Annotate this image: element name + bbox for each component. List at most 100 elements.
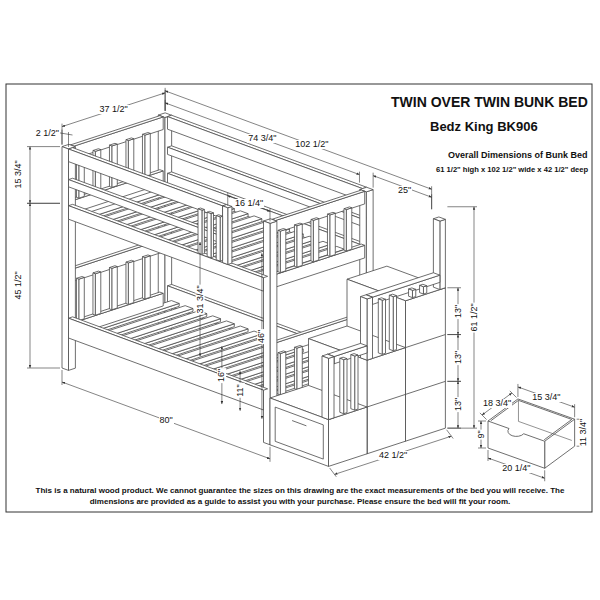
bunk-bed-frame-face bbox=[223, 206, 228, 265]
bunk-bed-frame-face bbox=[280, 352, 286, 395]
bunk-bed-frame-face bbox=[62, 147, 69, 371]
extension-line bbox=[447, 381, 461, 382]
bunk-bed-frame-face bbox=[128, 261, 134, 304]
bunk-bed-frame-face bbox=[313, 219, 319, 262]
dimension-label: 80" bbox=[159, 416, 174, 425]
staircase-face bbox=[351, 355, 355, 410]
staircase-face bbox=[329, 357, 335, 420]
dimension-line bbox=[373, 176, 432, 198]
staircase bbox=[270, 217, 445, 466]
bunk-bed-frame-face bbox=[69, 204, 268, 277]
dimension-label: 20 1/4" bbox=[501, 464, 531, 473]
bunk-bed-frame-face bbox=[168, 117, 363, 202]
bunk-bed-frame-face bbox=[278, 230, 280, 272]
dimension-line bbox=[58, 133, 73, 135]
dimension-label: 18 3/4" bbox=[482, 399, 512, 408]
dimension-label: 15 3/4" bbox=[531, 393, 561, 402]
extension-line bbox=[27, 146, 60, 147]
drawer-handle bbox=[292, 421, 306, 426]
dimension-label: 74 3/4" bbox=[247, 134, 277, 143]
dimension-lines bbox=[27, 88, 587, 481]
bunk-bed-frame-face bbox=[297, 224, 303, 267]
staircase-face bbox=[440, 219, 446, 289]
extension-line bbox=[165, 88, 166, 111]
bunk-bed-frame-face bbox=[278, 353, 280, 395]
bunk-bed-frame-face bbox=[207, 212, 211, 258]
dimension-label: 46" bbox=[258, 328, 267, 343]
bunk-bed-frame-face bbox=[109, 268, 111, 310]
sheet-frame bbox=[6, 84, 592, 512]
extension-line bbox=[447, 428, 461, 429]
dimension-label: 45 1/2" bbox=[14, 271, 23, 301]
extension-line bbox=[447, 206, 477, 207]
extension-line bbox=[270, 208, 271, 221]
stair-shelf-line bbox=[406, 335, 446, 348]
dimension-line bbox=[30, 203, 31, 368]
extension-line bbox=[27, 203, 60, 204]
dimension-line bbox=[165, 103, 359, 175]
dimension-line bbox=[62, 382, 270, 459]
dimension-label: 11 3/4" bbox=[579, 418, 588, 448]
bunk-bed-frame-face bbox=[216, 216, 220, 262]
extension-line bbox=[447, 287, 461, 288]
drawer-inner-corner bbox=[518, 400, 571, 440]
bunk-bed-frame-face bbox=[142, 134, 144, 176]
sheet-title: TWIN OVER TWIN BUNK BED bbox=[391, 95, 588, 110]
extension-line bbox=[447, 334, 461, 335]
extension-line bbox=[270, 447, 271, 462]
dimension-label: 31 3/4" bbox=[196, 284, 205, 314]
staircase-face bbox=[389, 295, 393, 350]
bunk-bed-frame-face bbox=[311, 220, 313, 262]
bunk-bed-frame-face bbox=[280, 229, 286, 272]
dimension-label: 15 3/4" bbox=[14, 160, 23, 190]
bunk-bed-frame-face bbox=[126, 262, 128, 304]
dimension-line bbox=[335, 436, 452, 474]
bunk-bed-frame-face bbox=[145, 256, 151, 299]
dimension-line bbox=[488, 458, 545, 478]
brand-model: Bedz King BK906 bbox=[430, 120, 538, 134]
bunk-bed-frame-face bbox=[69, 206, 264, 292]
dimension-line bbox=[62, 93, 165, 127]
extension-line bbox=[447, 428, 477, 429]
dimension-label: 37 1/2" bbox=[99, 105, 129, 114]
extension-line bbox=[478, 448, 486, 449]
dimension-label: 13" bbox=[454, 397, 463, 412]
staircase-face bbox=[382, 299, 385, 354]
staircase-face bbox=[322, 356, 329, 420]
dimension-label: 16" bbox=[217, 368, 226, 383]
extension-line bbox=[510, 391, 517, 398]
dimension-label: 25" bbox=[397, 186, 412, 195]
bunk-bed-frame-face bbox=[294, 225, 296, 267]
staircase-face bbox=[409, 289, 413, 298]
bunk-bed-frame-face bbox=[93, 273, 95, 315]
bunk-bed-frame-face bbox=[76, 278, 78, 320]
extension-line bbox=[447, 334, 461, 335]
extension-line bbox=[517, 384, 518, 397]
extension-line bbox=[165, 100, 166, 111]
extension-line bbox=[359, 172, 360, 183]
dimension-label: 42 1/2" bbox=[378, 451, 408, 460]
drawer-drawing bbox=[488, 399, 575, 468]
dimension-label: 9" bbox=[477, 429, 486, 439]
extension-line bbox=[227, 193, 228, 206]
staircase-face bbox=[378, 299, 382, 354]
dimension-label: 2 1/2" bbox=[35, 129, 60, 138]
staircase-face bbox=[366, 273, 440, 297]
staircase-face bbox=[367, 348, 406, 454]
dimension-label: 16 1/4" bbox=[234, 199, 264, 208]
bunk-bed-frame-face bbox=[344, 209, 346, 251]
extension-line bbox=[373, 173, 374, 188]
extension-line bbox=[544, 470, 545, 481]
overall-heading: Overall Dimensions of Bunk Bed bbox=[448, 151, 588, 161]
bunk-bed-frame-face bbox=[69, 318, 264, 410]
extension-line bbox=[431, 194, 432, 209]
bunk-bed-frame-face bbox=[112, 267, 118, 310]
bunk-bed-frame-face bbox=[142, 257, 144, 299]
staircase-face bbox=[367, 297, 373, 360]
extension-line bbox=[431, 186, 432, 209]
drawer-side bbox=[545, 419, 575, 468]
dimension-label: 13" bbox=[454, 350, 463, 365]
bunk-bed-frame-face bbox=[294, 347, 296, 389]
